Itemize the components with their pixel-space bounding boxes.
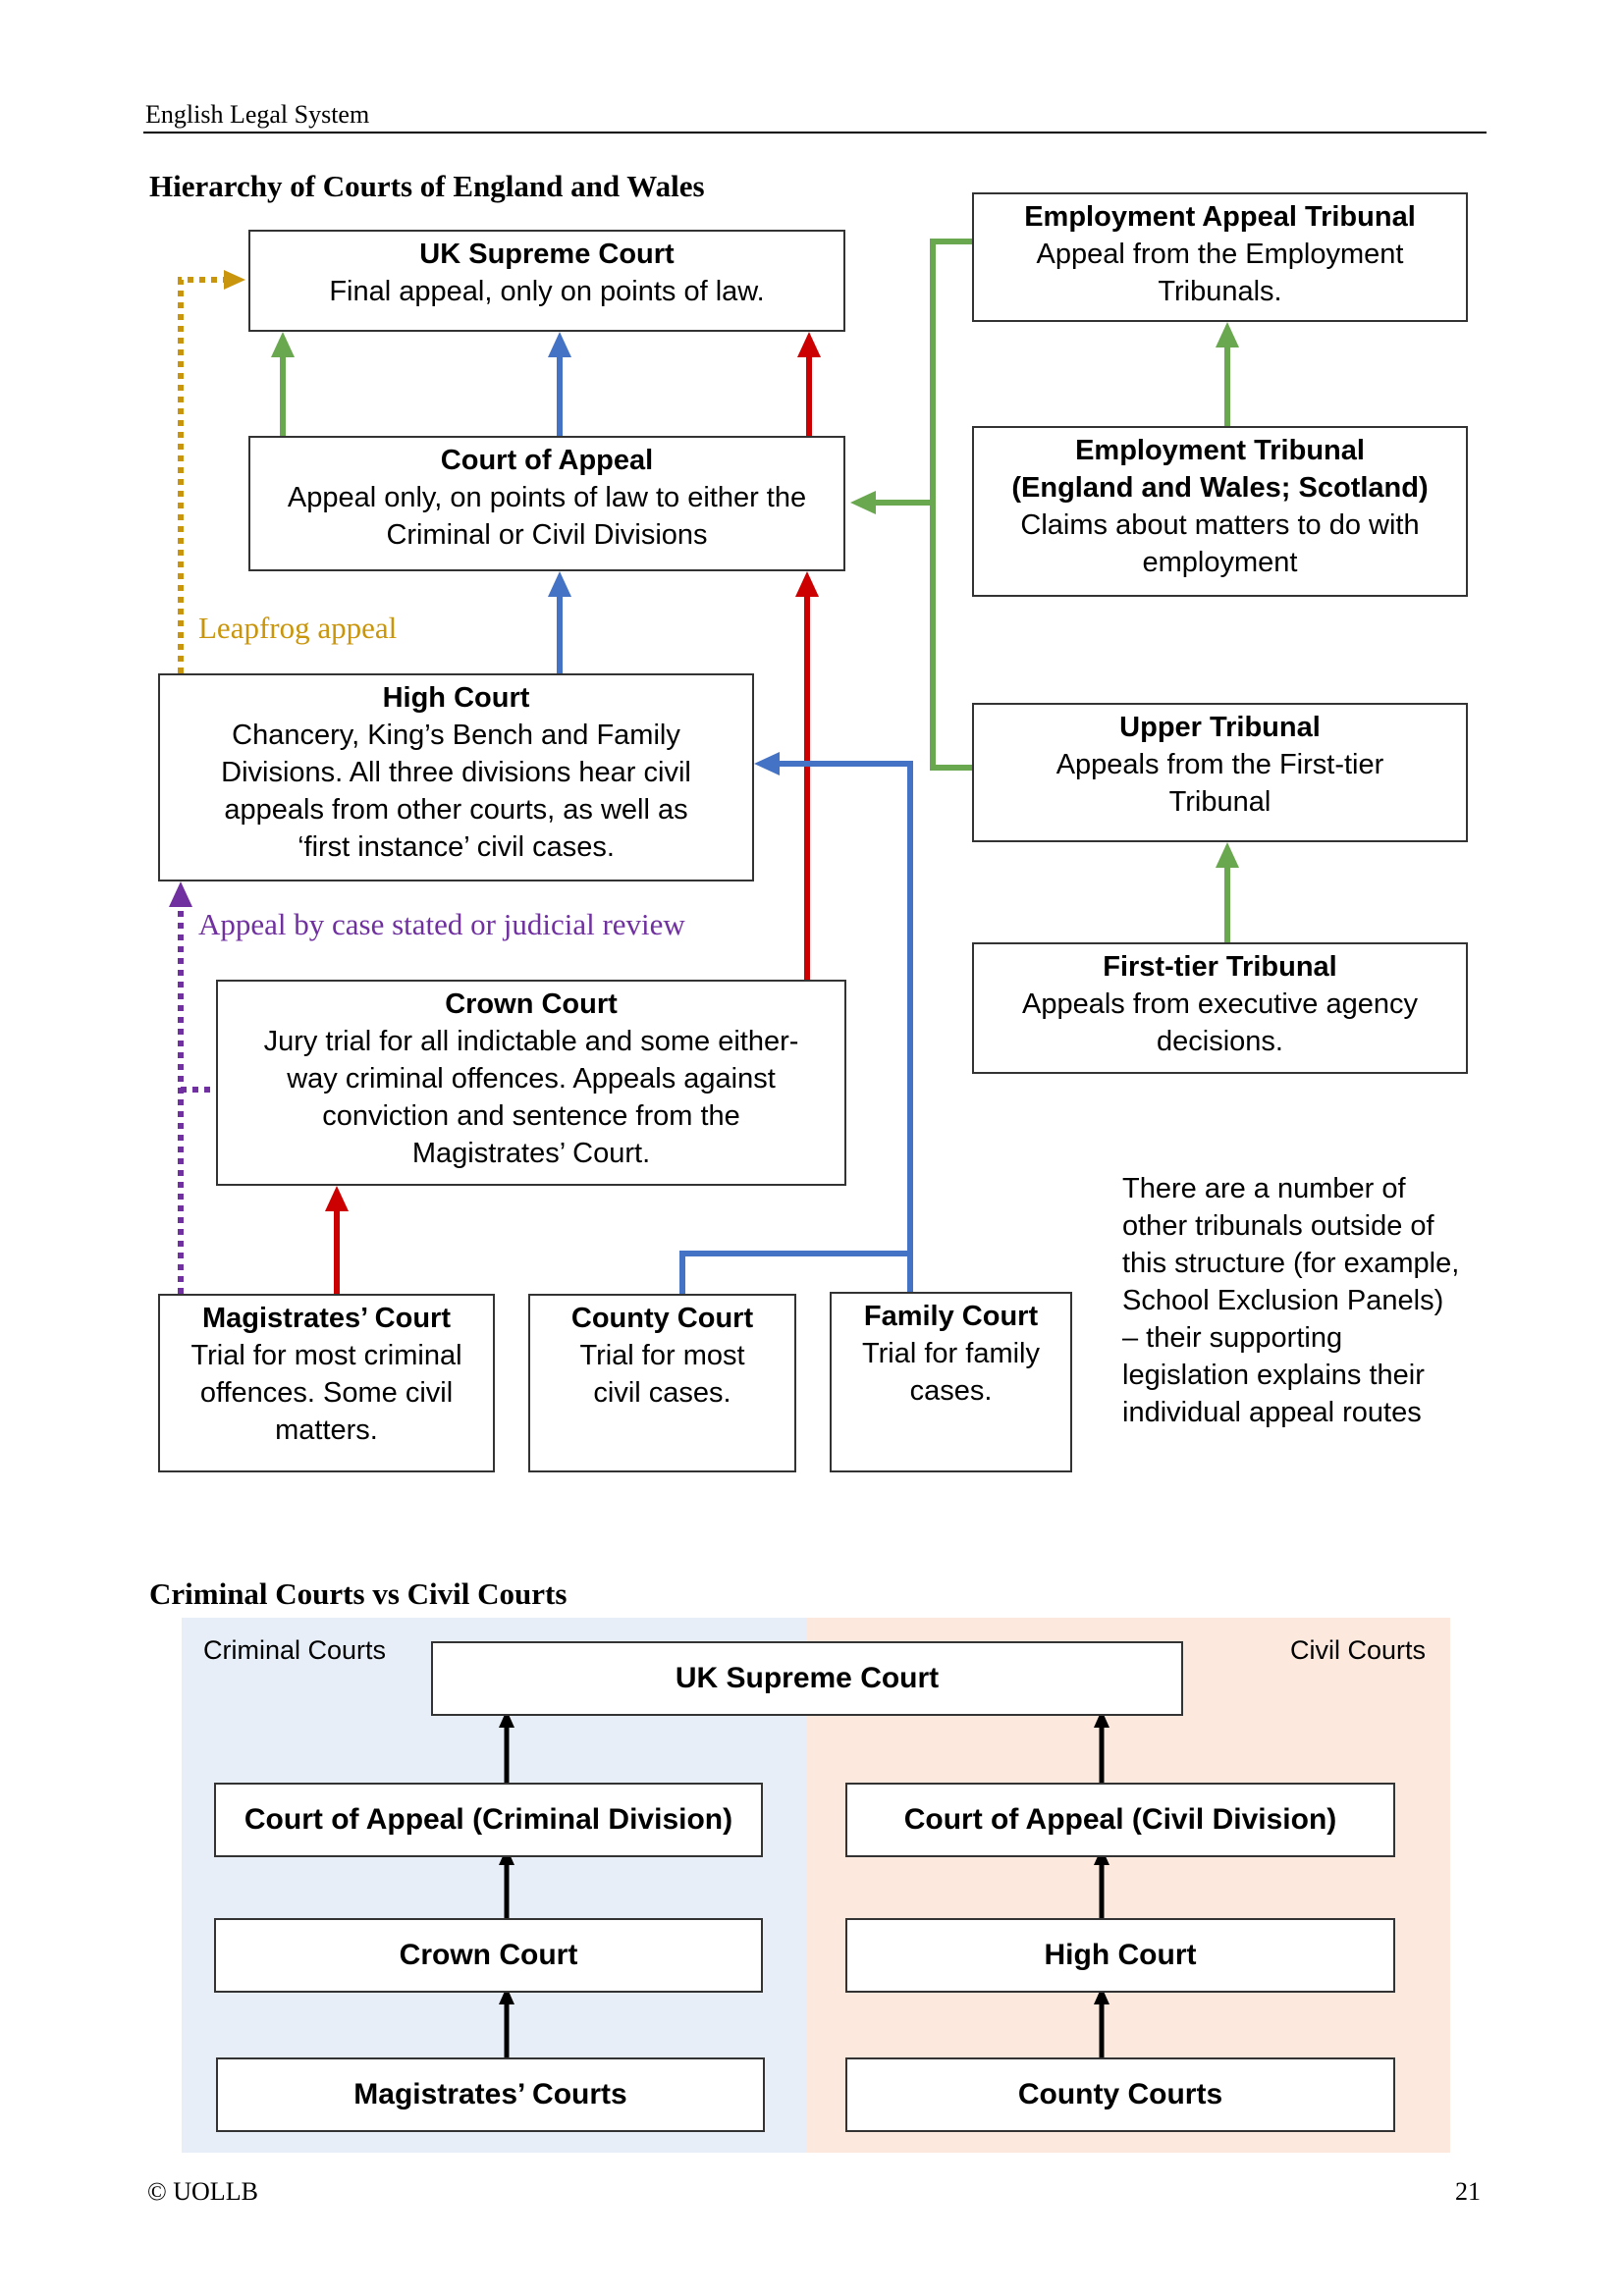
box-court-of-appeal-criminal: Court of Appeal (Criminal Division) [214,1783,763,1857]
box-high-court-summary: High Court [845,1918,1395,1993]
arrow-red-appeal-to-supreme [797,332,821,436]
box-title: High Court [382,682,530,714]
arrow-crim-appeal-to-supreme [499,1710,514,1783]
box-desc-line: Chancery, King’s Bench and Family [232,720,680,751]
box-title: Employment Tribunal [1075,435,1365,466]
box-title: UK Supreme Court [419,239,675,270]
box-desc-line: offences. Some civil [199,1377,454,1409]
box-magistrates-court: Magistrates’ Court Trial for most crimin… [158,1294,495,1472]
box-desc-line: Jury trial for all indictable and some e… [263,1026,799,1057]
box-title: First-tier Tribunal [1103,951,1337,983]
arrow-magistrates-to-crown [499,1987,514,2057]
arrow-blue-appeal-to-supreme [548,332,571,436]
arrow-blue-high-to-appeal [548,571,571,673]
running-header: English Legal System [145,100,370,129]
arrow-gold-leapfrog [178,270,245,673]
arrow-civ-appeal-to-supreme [1094,1710,1109,1783]
leapfrog-appeal-label: Leapfrog appeal [198,611,398,645]
box-county-courts-summary: County Courts [845,2057,1395,2132]
box-high-court: High Court Chancery, King’s Bench and Fa… [158,673,754,881]
box-title: Court of Appeal [440,445,654,476]
box-crown-court-summary: Crown Court [214,1918,763,1993]
box-uk-supreme-court: UK Supreme Court Final appeal, only on p… [248,230,845,332]
box-desc-line: civil cases. [593,1377,731,1409]
footer-page-number: 21 [1455,2177,1481,2206]
header-rule [143,132,1487,133]
section-heading-criminal-vs-civil: Criminal Courts vs Civil Courts [149,1576,568,1611]
box-desc-line: Trial for family [862,1338,1040,1369]
case-stated-label: Appeal by case stated or judicial review [198,907,685,941]
box-first-tier-tribunal: First-tier Tribunal Appeals from executi… [972,942,1468,1074]
box-title: Magistrates’ Court [202,1303,451,1334]
box-desc-line: Tribunals. [1158,276,1282,307]
box-desc-line: Appeal from the Employment [1036,239,1404,270]
box-desc-line: Appeals from executive agency [1022,988,1418,1020]
criminal-courts-label: Criminal Courts [203,1635,387,1665]
box-title: Employment Appeal Tribunal [1024,201,1416,233]
box-employment-tribunal: Employment Tribunal (England and Wales; … [972,426,1468,597]
arrow-county-to-high [1094,1987,1109,2057]
box-magistrates-courts-summary: Magistrates’ Courts [216,2057,765,2132]
box-upper-tribunal: Upper Tribunal Appeals from the First-ti… [972,703,1468,842]
arrow-crown-to-crim-appeal [499,1847,514,1918]
box-crown-court: Crown Court Jury trial for all indictabl… [216,980,846,1186]
arrow-blue-county-family-to-high [679,752,913,1294]
box-desc-line: Claims about matters to do with [1020,509,1420,541]
arrow-high-to-civ-appeal [1094,1847,1109,1918]
civil-courts-label: Civil Courts [1290,1635,1427,1665]
hierarchy-connectors [169,239,1239,1294]
arrow-green-first-to-upper [1216,842,1239,942]
box-county-court: County Court Trial for most civil cases. [528,1294,796,1472]
other-tribunals-note: There are a number of other tribunals ou… [1122,1173,1460,1428]
box-desc-line: Trial for most criminal [190,1340,462,1371]
box-desc-line: decisions. [1157,1026,1283,1057]
box-desc-line: Final appeal, only on points of law. [329,276,765,307]
box-desc-line: cases. [909,1375,993,1407]
box-court-of-appeal: Court of Appeal Appeal only, on points o… [248,436,845,571]
box-desc-line: Trial for most [579,1340,745,1371]
criminal-civil-connectors [499,1710,1109,2057]
box-desc-line: appeals from other courts, as well as [224,794,688,826]
box-desc-line: matters. [275,1415,378,1446]
box-desc-line: ‘first instance’ civil cases. [298,831,615,863]
box-desc-line: Divisions. All three divisions hear civi… [221,757,691,788]
box-title: County Court [570,1303,754,1334]
arrow-green-tribunals-to-appeal [850,239,972,771]
box-desc-line: Appeal only, on points of law to either … [287,482,807,513]
box-title: Crown Court [445,988,618,1020]
box-desc-line: Appeals from the First-tier [1055,749,1384,780]
box-court-of-appeal-civil: Court of Appeal (Civil Division) [845,1783,1395,1857]
box-title-line-2: (England and Wales; Scotland) [1011,472,1429,504]
arrow-purple-case-stated [169,881,218,1294]
box-desc-line: Criminal or Civil Divisions [386,519,708,551]
footer-copyright: © UOLLB [147,2177,258,2206]
arrow-green-appeal-to-supreme [271,332,295,436]
box-family-court: Family Court Trial for family cases. [830,1292,1072,1472]
box-desc-line: way criminal offences. Appeals against [287,1063,776,1095]
box-uk-supreme-court-summary: UK Supreme Court [431,1641,1183,1716]
arrow-red-magistrates-to-crown [325,1186,349,1294]
arrow-red-crown-to-appeal [795,571,819,980]
box-desc-line: employment [1142,547,1298,578]
section-heading-hierarchy: Hierarchy of Courts of England and Wales [149,169,705,203]
box-desc-line: conviction and sentence from the [322,1100,740,1132]
arrow-green-et-to-eat [1216,322,1239,426]
box-employment-appeal-tribunal: Employment Appeal Tribunal Appeal from t… [972,192,1468,322]
box-title: Family Court [863,1301,1039,1332]
box-title: Upper Tribunal [1119,712,1321,743]
box-desc-line: Tribunal [1168,786,1271,818]
box-desc-line: Magistrates’ Court. [411,1138,651,1169]
